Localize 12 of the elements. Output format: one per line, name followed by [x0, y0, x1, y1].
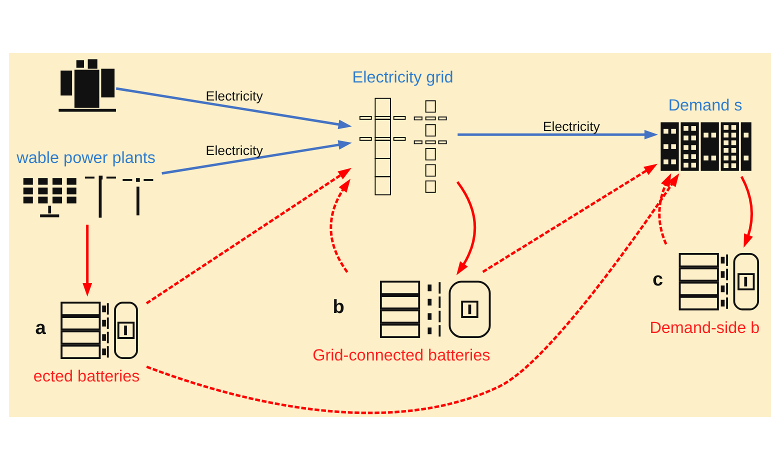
node-label: b [332, 297, 344, 318]
node-label: Electricity grid [352, 68, 454, 87]
node-label: Grid-connected batteries [312, 346, 490, 365]
edge-label: Electricity [206, 142, 263, 158]
node-label: Demand-side b [650, 318, 760, 337]
node-label: ected batteries [33, 368, 140, 386]
edge-label: Electricity [206, 88, 263, 104]
node-label: Demand s [668, 96, 742, 114]
node-label: wable power plants [16, 148, 156, 167]
node-label: a [35, 318, 46, 340]
node-label: c [652, 269, 664, 290]
edge-label: Electricity [542, 119, 600, 134]
